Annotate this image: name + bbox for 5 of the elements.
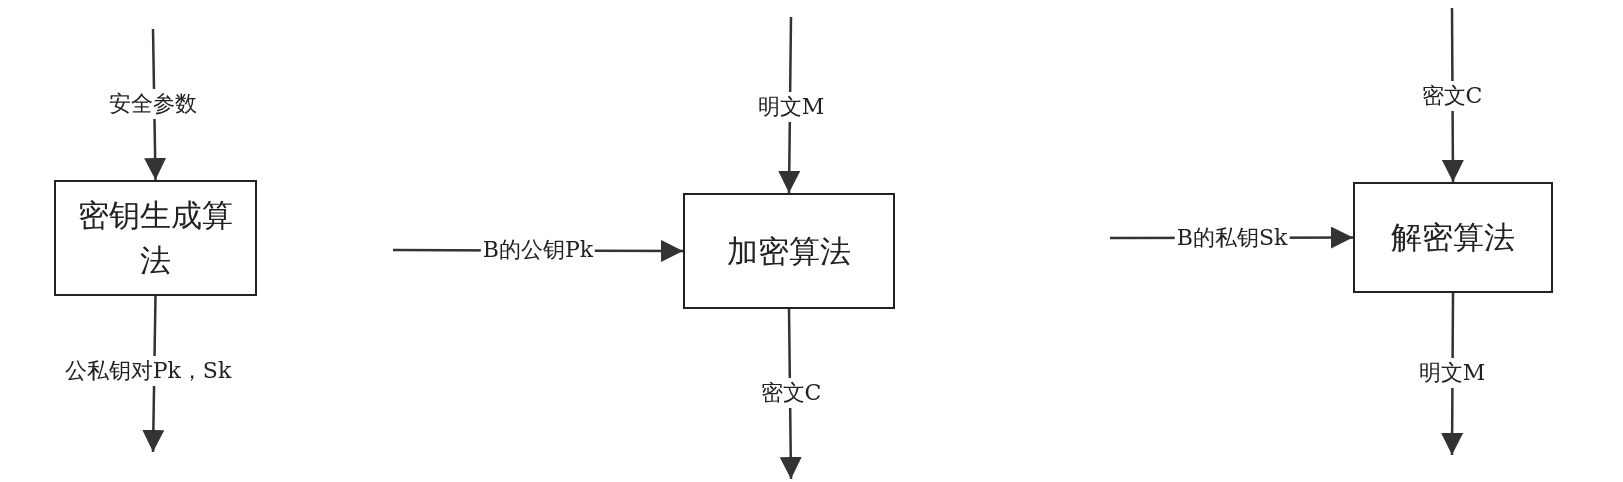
process-box: 密钥生成算法 [54,180,257,296]
process-box: 加密算法 [683,193,895,309]
edge-label: 安全参数 [107,89,199,119]
edge-label: 公私钥对Pk，Sk [62,356,234,386]
process-box: 解密算法 [1353,182,1553,293]
